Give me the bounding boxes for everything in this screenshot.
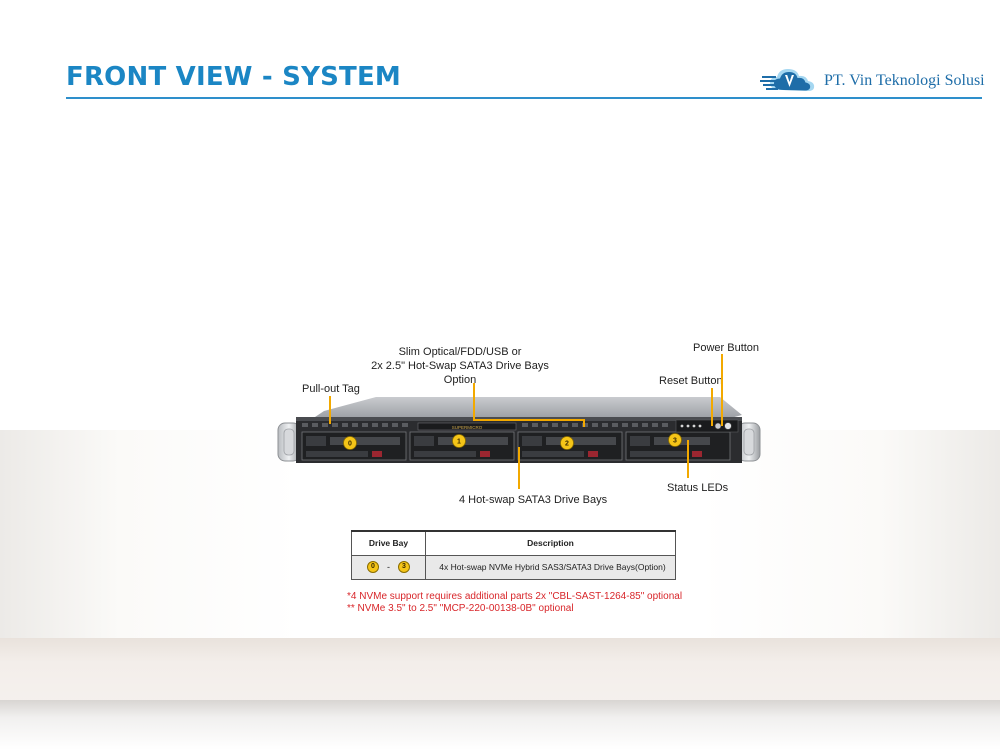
bay-number-badge: 0	[344, 437, 357, 450]
slim-optical-label-line1: Slim Optical/FDD/USB or	[360, 345, 560, 359]
page-title: FRONT VIEW - SYSTEM	[66, 62, 401, 92]
background-floor	[0, 638, 1000, 708]
bay-number-badge: 3	[669, 434, 682, 447]
slim-optical-label-line2: 2x 2.5" Hot-Swap SATA3 Drive Bays	[360, 359, 560, 373]
reset-button-label: Reset Button	[659, 375, 723, 388]
header-divider	[66, 97, 982, 99]
drive-bay-range-cell: 0-3	[352, 555, 426, 579]
bay-badge-to: 3	[398, 561, 410, 573]
power-button-label: Power Button	[693, 342, 759, 355]
slim-optical-leader-horizontal	[473, 419, 584, 421]
bay-number-text: 3	[673, 438, 677, 445]
reset-button-leader	[711, 388, 713, 426]
table-header-row: Drive Bay Description	[352, 531, 676, 555]
slim-optical-leader-end	[583, 419, 585, 427]
svg-text:SUPERMICRO: SUPERMICRO	[452, 425, 483, 430]
table-header-description: Description	[426, 531, 676, 555]
pull-out-tag-leader	[329, 396, 331, 424]
drive-bays-leader	[518, 447, 520, 489]
nvme-note-2: ** NVMe 3.5" to 2.5" "MCP-220-00138-0B" …	[347, 603, 574, 615]
bay-number-text: 1	[457, 439, 461, 446]
background-shadow	[0, 700, 1000, 750]
bay-number-text: 2	[565, 441, 569, 448]
bay-range-separator: -	[387, 562, 390, 572]
bay-number-badge: 2	[561, 437, 574, 450]
table-header-drive-bay: Drive Bay	[352, 531, 426, 555]
bay-badge-from: 0	[367, 561, 379, 573]
company-name: PT. Vin Teknologi Solusi	[824, 72, 985, 90]
chassis-top	[312, 397, 742, 419]
bay-number-text: 0	[348, 441, 352, 448]
drive-bay-description: 4x Hot-swap NVMe Hybrid SAS3/SATA3 Drive…	[426, 555, 676, 579]
server-front-panel: SUPERMICRO	[272, 393, 768, 466]
power-button[interactable]	[725, 423, 732, 430]
company-logo-icon	[760, 64, 822, 96]
drive-bays-label: 4 Hot-swap SATA3 Drive Bays	[459, 494, 607, 507]
control-panel	[676, 420, 738, 432]
slim-optical-label-line3: Option	[360, 373, 560, 387]
table-row: 0-3 4x Hot-swap NVMe Hybrid SAS3/SATA3 D…	[352, 555, 676, 579]
slim-optical-label: Slim Optical/FDD/USB or 2x 2.5" Hot-Swap…	[360, 345, 560, 387]
drive-bay-table: Drive Bay Description 0-3 4x Hot-swap NV…	[351, 530, 676, 580]
bay-number-badge: 1	[453, 435, 466, 448]
slim-optical-leader	[473, 383, 475, 421]
status-leds-leader	[687, 440, 689, 478]
status-leds-label: Status LEDs	[667, 482, 728, 495]
power-button-leader	[721, 354, 723, 426]
nvme-note-1: *4 NVMe support requires additional part…	[347, 591, 682, 603]
